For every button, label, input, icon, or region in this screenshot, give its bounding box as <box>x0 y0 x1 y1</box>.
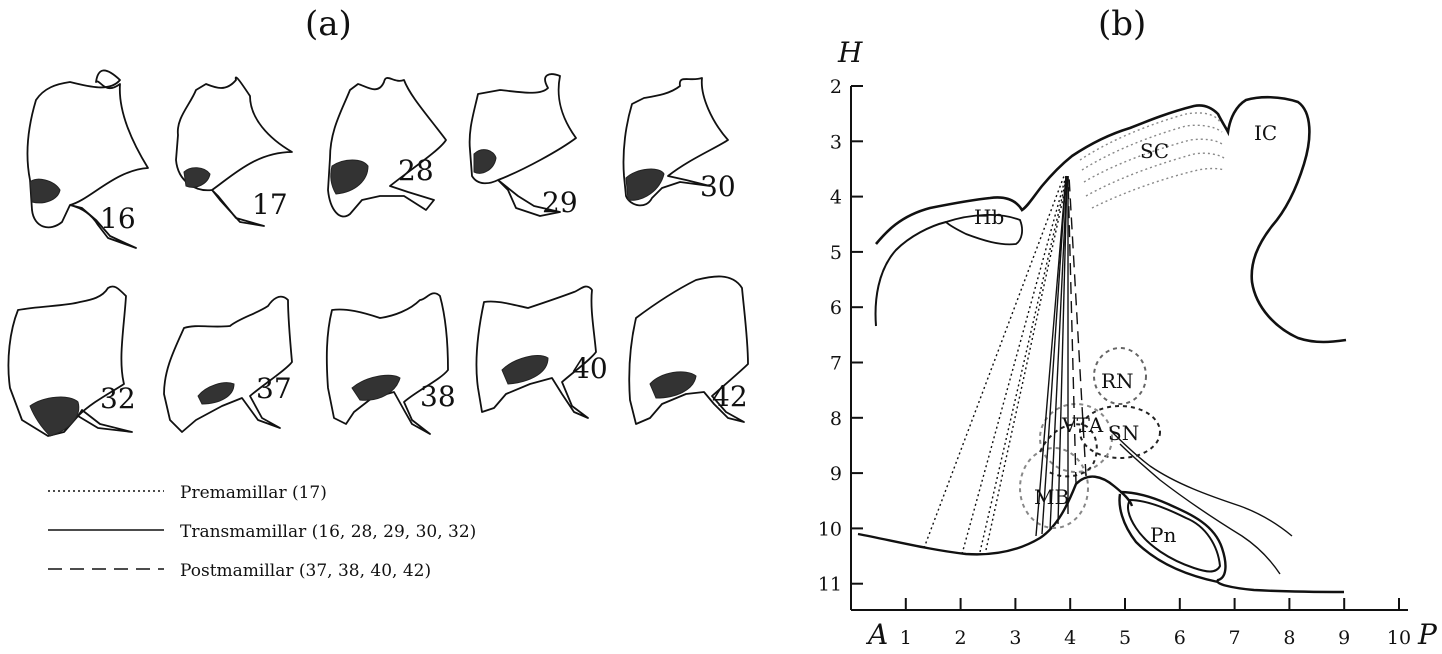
superior-colliculus-layers <box>1079 112 1225 209</box>
label-mb: MB <box>1034 485 1069 509</box>
section-number-40: 40 <box>572 352 608 385</box>
dorsal-contour <box>875 95 1347 344</box>
legend-label-premamillar: Premamillar (17) <box>180 483 327 503</box>
y-tick-label-6: 6 <box>830 297 842 319</box>
anterior-contour <box>874 221 947 327</box>
section-number-37: 37 <box>256 372 292 405</box>
label-sn: SN <box>1108 421 1139 445</box>
y-tick-label-9: 9 <box>830 463 842 485</box>
section-number-16: 16 <box>100 202 136 235</box>
nucleus-outlines <box>1019 347 1161 529</box>
section-number-38: 38 <box>420 380 456 413</box>
pons-outer <box>1119 490 1345 594</box>
y-tick-label-10: 10 <box>818 518 842 540</box>
fiber-tract-lower <box>1119 443 1281 575</box>
premamillar-trajectory-2 <box>961 175 1067 555</box>
x-tick-label-8: 8 <box>1283 627 1295 649</box>
y-tick-label-2: 2 <box>830 76 842 98</box>
x-tick-label-6: 6 <box>1174 627 1186 649</box>
section-37 <box>163 295 293 433</box>
section-number-32: 32 <box>100 382 136 415</box>
postmamillar-trajectory-1 <box>1067 175 1077 485</box>
section-number-30: 30 <box>700 170 736 203</box>
premamillar-trajectory-3 <box>979 175 1068 553</box>
section-16 <box>26 69 149 249</box>
legend-label-transmamillar: Transmamillar (16, 28, 29, 30, 32) <box>180 522 476 542</box>
structure-labels: SC IC Hb RN VTA SN MB Pn <box>974 121 1277 547</box>
x-axis-label-right: P <box>1417 618 1438 651</box>
habenula <box>944 214 1023 246</box>
section-32 <box>7 285 133 437</box>
section-number-42: 42 <box>712 380 748 413</box>
label-vta: VTA <box>1061 413 1104 437</box>
transmamillar-trajectory-2 <box>1041 175 1067 535</box>
postmamillar-trajectory-2 <box>1068 175 1087 477</box>
y-tick-label-5: 5 <box>830 242 842 264</box>
legend-label-postmamillar: Postmamillar (37, 38, 40, 42) <box>180 561 431 581</box>
section-28 <box>327 77 447 218</box>
section-17 <box>175 76 293 227</box>
section-40 <box>475 285 597 419</box>
y-tick-label-8: 8 <box>830 408 842 430</box>
premamillar-trajectory-4 <box>985 175 1069 551</box>
y-tick-label-7: 7 <box>830 353 842 375</box>
y-tick-label-3: 3 <box>830 131 842 153</box>
red-nucleus-outline <box>1093 347 1147 405</box>
section-drawings <box>7 69 749 437</box>
section-42 <box>628 275 749 425</box>
pons-inner <box>1127 498 1222 573</box>
legend: Premamillar (17) Transmamillar (16, 28, … <box>48 483 476 581</box>
section-29 <box>468 73 577 217</box>
section-number-17: 17 <box>252 188 288 221</box>
label-rn: RN <box>1101 369 1134 393</box>
panel-b-label: (b) <box>1098 4 1147 44</box>
sagittal-brain <box>857 95 1347 594</box>
x-tick-label-4: 4 <box>1064 627 1076 649</box>
section-number-28: 28 <box>398 154 434 187</box>
x-axis-label-left: A <box>865 618 888 651</box>
x-tick-label-2: 2 <box>955 627 967 649</box>
x-ticks: 1 2 3 4 5 6 7 8 9 10 <box>900 598 1411 649</box>
pons-ventral <box>1118 493 1219 584</box>
label-hb: Hb <box>974 205 1004 229</box>
y-axis-label: H <box>837 36 863 69</box>
mamillary-body-outline <box>1019 447 1089 529</box>
fiber-tract-upper <box>1109 429 1293 537</box>
ventral-contour <box>857 475 1134 556</box>
x-tick-label-3: 3 <box>1009 627 1021 649</box>
section-numbers: 16 17 28 29 30 32 37 38 40 42 <box>100 154 748 415</box>
vta-outline <box>1039 403 1113 473</box>
y-tick-label-11: 11 <box>818 574 842 596</box>
label-sc: SC <box>1140 139 1169 163</box>
transmamillar-trajectory-1 <box>1035 175 1067 537</box>
section-38 <box>325 292 449 435</box>
section-30 <box>622 77 729 207</box>
lesion-trajectories <box>923 175 1087 555</box>
x-tick-label-9: 9 <box>1338 627 1350 649</box>
y-ticks: 2 3 4 5 6 7 8 9 10 11 <box>818 76 863 596</box>
substantia-nigra-outline <box>1079 405 1161 459</box>
premamillar-trajectory <box>923 175 1065 549</box>
label-pn: Pn <box>1150 523 1176 547</box>
transmamillar-trajectory-3 <box>1049 175 1068 531</box>
y-tick-label-4: 4 <box>830 187 842 209</box>
x-tick-label-5: 5 <box>1119 627 1131 649</box>
label-ic: IC <box>1254 121 1277 145</box>
section-number-29: 29 <box>542 186 578 219</box>
transmamillar-trajectory-4 <box>1057 175 1068 525</box>
panel-a-label: (a) <box>305 4 352 44</box>
x-tick-label-1: 1 <box>900 627 912 649</box>
x-tick-label-10: 10 <box>1387 627 1411 649</box>
x-tick-label-7: 7 <box>1229 627 1241 649</box>
